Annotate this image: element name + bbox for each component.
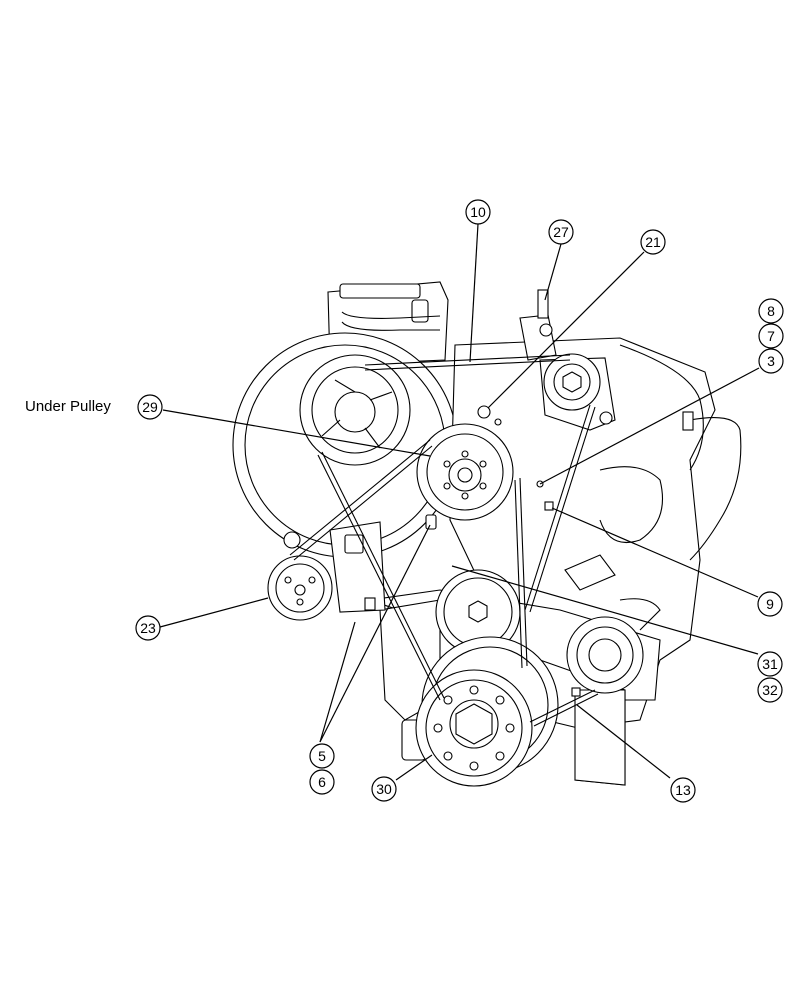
callout-21: 21 — [640, 229, 666, 255]
engine-drawing — [232, 281, 742, 787]
svg-text:7: 7 — [767, 328, 775, 344]
under-pulley-label: Under Pulley — [25, 398, 111, 415]
svg-text:32: 32 — [762, 682, 778, 698]
svg-text:5: 5 — [318, 748, 326, 764]
callout-8: 8 — [758, 298, 784, 324]
callout-6: 6 — [309, 769, 335, 795]
svg-text:10: 10 — [470, 204, 486, 220]
svg-text:31: 31 — [762, 656, 778, 672]
callout-3: 3 — [758, 348, 784, 374]
svg-text:3: 3 — [767, 353, 775, 369]
svg-text:9: 9 — [766, 596, 774, 612]
callout-32: 32 — [757, 677, 783, 703]
svg-text:23: 23 — [140, 620, 156, 636]
callout-5: 5 — [309, 743, 335, 769]
callout-31: 31 — [757, 651, 783, 677]
callout-27: 27 — [548, 219, 574, 245]
svg-text:13: 13 — [675, 782, 691, 798]
leader-lines — [159, 223, 760, 781]
svg-text:29: 29 — [142, 399, 158, 415]
svg-text:27: 27 — [553, 224, 569, 240]
svg-text:6: 6 — [318, 774, 326, 790]
callout-30: 30 — [371, 776, 397, 802]
callout-9: 9 — [757, 591, 783, 617]
callout-13: 13 — [670, 777, 696, 803]
callout-29: 29 — [137, 394, 163, 420]
callout-7: 7 — [758, 323, 784, 349]
svg-text:21: 21 — [645, 234, 661, 250]
callout-10: 10 — [465, 199, 491, 225]
svg-text:8: 8 — [767, 303, 775, 319]
callout-23: 23 — [135, 615, 161, 641]
svg-text:30: 30 — [376, 781, 392, 797]
